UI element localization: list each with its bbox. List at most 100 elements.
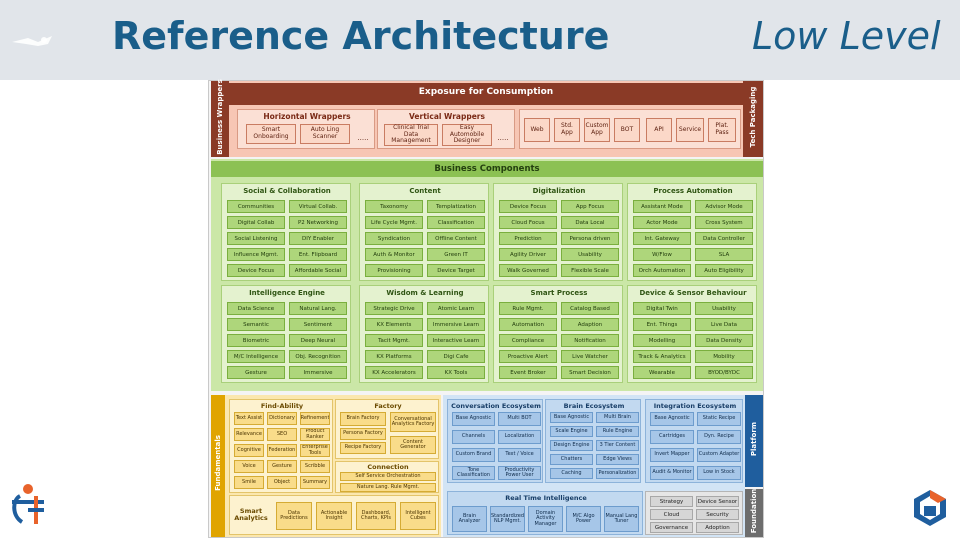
business-components-title-bar <box>211 161 763 177</box>
chip-text-assist: Text Assist <box>234 412 264 425</box>
chip-event-broker: Event Broker <box>499 366 557 379</box>
chip-web: Web <box>524 118 550 142</box>
chip-scale-engine: Scale Engine <box>550 426 593 437</box>
page-title: Reference Architecture <box>112 14 610 58</box>
chip-intelligent-cubes: Intelligent Cubes <box>400 502 436 530</box>
chip-audit-monitor: Audit & Monitor <box>650 466 694 480</box>
chip-self-service: Self Service Orchestration <box>340 472 436 481</box>
chip-kx-accelerators: KX Accelerators <box>365 366 423 379</box>
chip-cognitive: Cognitive <box>234 444 264 457</box>
page-subtitle: Low Level <box>752 14 941 58</box>
chip-persona-factory: Persona Factory <box>340 428 386 440</box>
chip-brain-factory: Brain Factory <box>340 412 386 426</box>
tech-packaging: Web Std. App Custom App BOT API Service … <box>519 109 741 149</box>
chip-ent-flipboard: Ent. Flipboard <box>289 248 347 261</box>
chip-domain-activity-manager: Domain Activity Manager <box>528 506 563 532</box>
chip-custom-adapter: Custom Adapter <box>697 448 741 462</box>
brain-title: Brain Ecosystem <box>563 402 625 410</box>
chip-cross-system: Cross System <box>695 216 753 229</box>
chip-int-gateway: Int. Gateway <box>633 232 691 245</box>
connection-title: Connection <box>367 463 409 471</box>
chip-atomic-learn: Atomic Learn <box>427 302 485 315</box>
chip-gesture: Gesture <box>227 366 285 379</box>
chip-social-listening: Social Listening <box>227 232 285 245</box>
group-title: Process Automation <box>653 187 733 195</box>
chip-brain-analyzer: Brain Analyzer <box>452 506 487 532</box>
chip-app-focus: App Focus <box>561 200 619 213</box>
chip-automation: Automation <box>499 318 557 331</box>
group-title: Wisdom & Learning <box>386 289 464 297</box>
chip-manual-lang-tuner: Manual Lang Tuner <box>604 506 639 532</box>
chip-tacit-mgmt: Tacit Mgmt. <box>365 334 423 347</box>
chip-dictionary: Dictionary <box>267 412 297 425</box>
chip-digi-cafe: Digi Cafe <box>427 350 485 363</box>
chip-3-tier-content: 3 Tier Content <box>596 440 639 451</box>
chip-notification: Notification <box>561 334 619 347</box>
chip-invert-mapper: Invert Mapper <box>650 448 694 462</box>
group-title: Device & Sensor Behaviour <box>639 289 747 297</box>
chip-auth-monitor: Auth & Monitor <box>365 248 423 261</box>
chip-dyn-recipe: Dyn. Recipe <box>697 430 741 444</box>
chip-rule-mgmt: Rule Mgmt. <box>499 302 557 315</box>
chip-deep-neural: Deep Neural <box>289 334 347 347</box>
chip-digital-collab: Digital Collab <box>227 216 285 229</box>
chip-strategic-drive: Strategic Drive <box>365 302 423 315</box>
chip-syndication: Syndication <box>365 232 423 245</box>
chip-nature-lang: Nature Lang. Rule Mgmt. <box>340 483 436 492</box>
chip-persona-driven: Persona driven <box>561 232 619 245</box>
chip-content-generator: Content Generator <box>390 436 436 454</box>
tech-packaging-side: Tech Packaging <box>743 81 763 157</box>
business-components-title: Business Components <box>434 164 540 174</box>
chip-gesture: Gesture <box>267 460 297 473</box>
chip-virtual-collab: Virtual Collab. <box>289 200 347 213</box>
chip-green-it: Green IT <box>427 248 485 261</box>
conversation-title: Conversation Ecosystem <box>451 402 541 410</box>
chip-kx-tools: KX Tools <box>427 366 485 379</box>
chip-adoption: Adoption <box>696 522 739 533</box>
chip-influence-mgmt: Influence Mgmt. <box>227 248 285 261</box>
vertical-wrappers: Vertical Wrappers Clinical Trial Data Ma… <box>377 109 515 149</box>
exposure-title: Exposure for Consumption <box>418 87 554 97</box>
chip-security: Security <box>696 509 739 520</box>
chip-base-agnostic: Base Agnostic <box>550 412 593 423</box>
chip-usability: Usability <box>695 302 753 315</box>
chip-std-app: Std. App <box>554 118 580 142</box>
chip-device-target: Device Target <box>427 264 485 277</box>
chip-agility-driver: Agility Driver <box>499 248 557 261</box>
foundation-label: Foundation <box>750 488 758 534</box>
chip-federation: Federation <box>267 444 297 457</box>
chip-multi-bot: Multi BOT <box>498 412 541 426</box>
chip-biometric: Biometric <box>227 334 285 347</box>
smart-analytics-group: Smart Analytics Data Predictions Actiona… <box>229 495 439 535</box>
chip-sentiment: Sentiment <box>289 318 347 331</box>
business-wrappers-label: Business Wrappers <box>216 79 224 155</box>
fundamentals-side: Fundamentals <box>211 395 225 537</box>
chip-advisor-mode: Advisor Mode <box>695 200 753 213</box>
chip-auto-eligibility: Auto Eligibility <box>695 264 753 277</box>
smart-analytics-title: Smart Analytics <box>234 507 268 523</box>
chip-strategy: Strategy <box>650 496 693 507</box>
chip-interactive-learn: Interactive Learn <box>427 334 485 347</box>
chip-easy-automobile: Easy Automobile Designer <box>442 124 492 146</box>
chip-refinement: Refinement <box>300 412 330 425</box>
tech-packaging-label: Tech Packaging <box>749 86 757 148</box>
chip-data-controller: Data Controller <box>695 232 753 245</box>
chip-p2-networking: P2 Networking <box>289 216 347 229</box>
group-title: Content <box>409 187 441 195</box>
chip-life-cycle-mgmt: Life Cycle Mgmt. <box>365 216 423 229</box>
chip-classification: Classification <box>427 216 485 229</box>
chip-text-voice: Text / Voice <box>498 448 541 462</box>
chip-digital-twin: Digital Twin <box>633 302 691 315</box>
chip-base-agnostic: Base Agnostic <box>650 412 694 426</box>
chip-summary: Summary <box>300 476 330 489</box>
chip-scribble: Scribble <box>300 460 330 473</box>
chip-low-in-stock: Low in Stock <box>697 466 741 480</box>
chip-cloud: Cloud <box>650 509 693 520</box>
chip-bot: BOT <box>614 118 640 142</box>
chip-immersive-learn: Immersive Learn <box>427 318 485 331</box>
chip-w-flow: W/Flow <box>633 248 691 261</box>
